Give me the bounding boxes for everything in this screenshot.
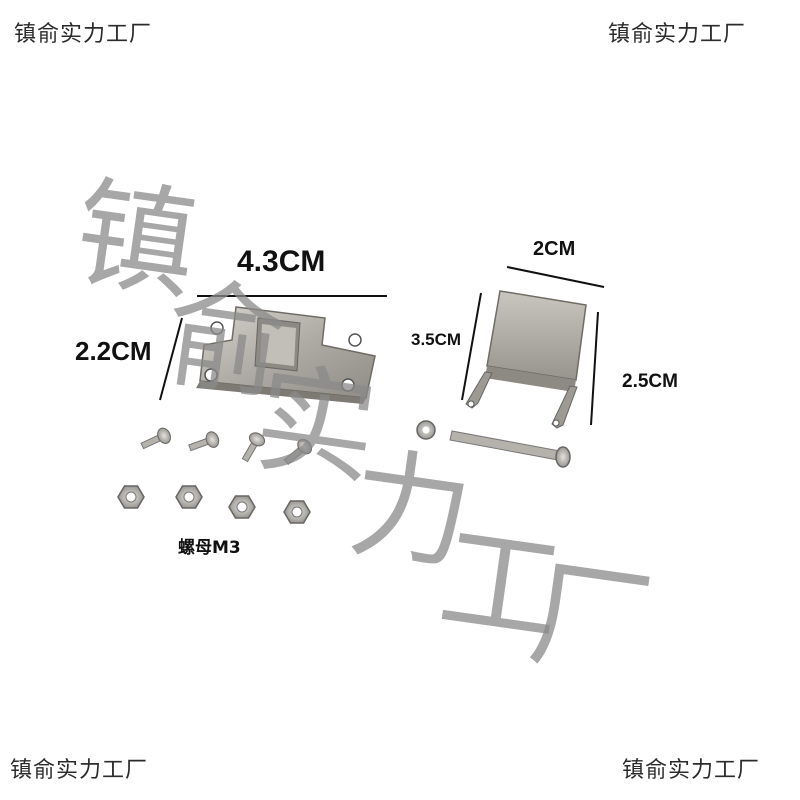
base-height-label: 2.2CM (75, 336, 152, 366)
watermark-bottom-right: 镇俞实力工厂 (622, 758, 761, 783)
bracket-depth-line (461, 292, 482, 401)
watermark-bottom-left: 镇俞实力工厂 (10, 758, 149, 783)
watermark-top-left: 镇俞实力工厂 (14, 22, 153, 47)
long-bolt (416, 420, 571, 468)
bracket-height-label: 2.5CM (622, 371, 678, 392)
watermark-top-right: 镇俞实力工厂 (608, 22, 747, 47)
bracket-width-label: 2CM (533, 238, 576, 260)
watermark-diagonal-6: 厂 (521, 543, 660, 699)
u-bracket (465, 290, 587, 429)
small-screws (140, 427, 313, 466)
base-width-label: 4.3CM (237, 245, 326, 278)
bracket-width-line (506, 266, 605, 288)
base-height-line (159, 317, 183, 401)
nut-label: 螺母M3 (178, 538, 241, 558)
hex-nuts (117, 485, 311, 524)
base-plate (196, 306, 376, 404)
bracket-depth-label: 3.5CM (411, 330, 462, 349)
bracket-height-line (590, 311, 599, 426)
